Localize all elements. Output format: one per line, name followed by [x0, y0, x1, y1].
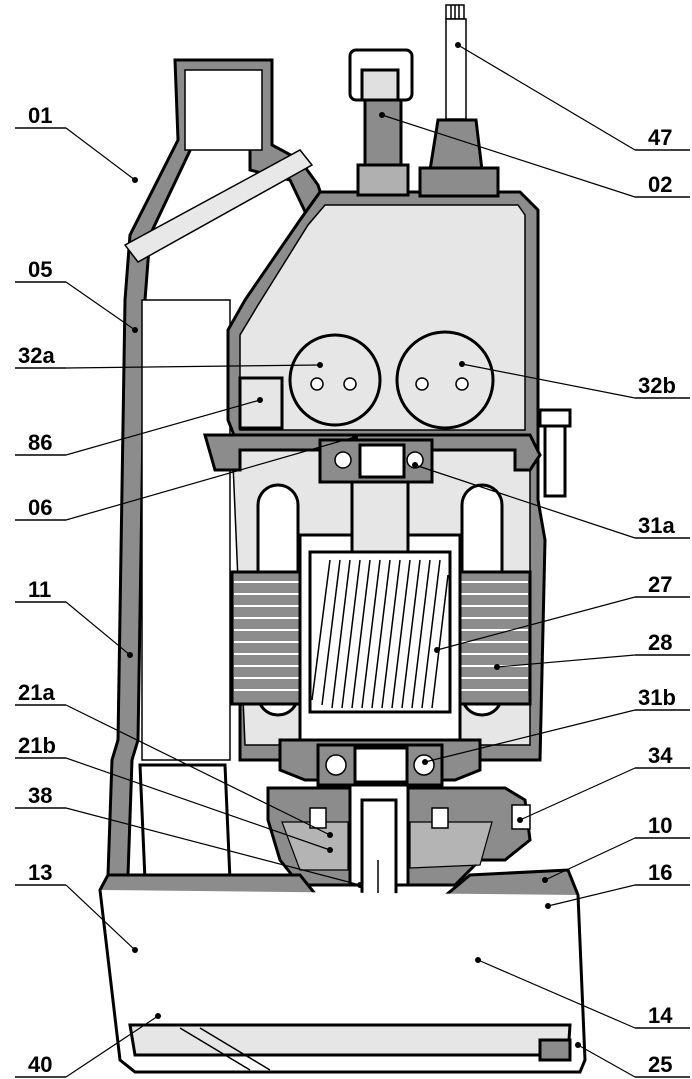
callout-28: 28 — [648, 630, 672, 655]
leader-lines — [15, 42, 690, 1078]
upper-bearing — [318, 438, 434, 484]
callout-86: 86 — [28, 430, 52, 455]
callout-labels-right: 47 02 32b 31a 27 28 31b 34 10 16 14 25 — [638, 125, 676, 1077]
callout-34: 34 — [648, 743, 673, 768]
lower-bearing — [278, 738, 482, 787]
partition-plate — [203, 433, 542, 472]
callout-25: 25 — [648, 1052, 672, 1077]
callout-21a: 21a — [18, 680, 55, 705]
callout-06: 06 — [28, 495, 52, 520]
stator — [230, 570, 532, 706]
power-cable — [418, 4, 500, 198]
callout-05: 05 — [28, 257, 52, 282]
capacitors — [238, 330, 495, 430]
callout-labels-left: 01 05 32a 86 06 11 21a 21b 38 13 40 — [18, 103, 56, 1077]
callout-21b: 21b — [18, 733, 56, 758]
suction-base — [98, 889, 587, 1074]
callout-11: 11 — [28, 577, 51, 602]
callout-01: 01 — [28, 103, 52, 128]
rotor — [298, 480, 462, 742]
callout-32b: 32b — [638, 373, 676, 398]
callout-31a: 31a — [638, 513, 675, 538]
callout-31b: 31b — [638, 685, 676, 710]
callout-40: 40 — [28, 1052, 52, 1077]
callout-16: 16 — [648, 860, 672, 885]
callout-38: 38 — [28, 783, 52, 808]
callout-13: 13 — [28, 860, 52, 885]
callout-14: 14 — [648, 1003, 673, 1028]
callout-47: 47 — [648, 125, 672, 150]
lifting-handle — [348, 48, 414, 197]
oil-chamber — [266, 783, 532, 887]
callout-10: 10 — [648, 813, 672, 838]
callout-32a: 32a — [18, 343, 55, 368]
callout-27: 27 — [648, 572, 672, 597]
housing-bolt — [538, 408, 572, 498]
callout-02: 02 — [648, 172, 672, 197]
